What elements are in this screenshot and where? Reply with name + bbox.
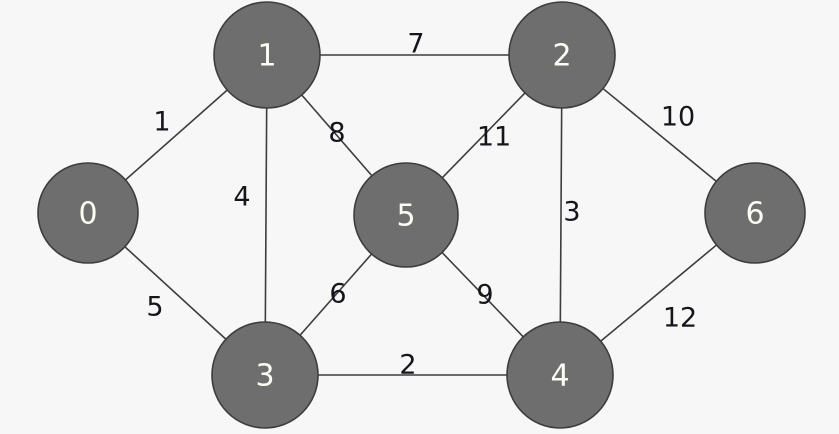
graph-edge [298, 252, 373, 337]
node-label: 1 [257, 39, 276, 74]
graph-node-6[interactable]: 6 [704, 162, 806, 264]
graph-edge [123, 245, 228, 341]
node-circle[interactable] [506, 321, 614, 429]
edge-weight-label: 5 [146, 292, 163, 323]
edges-layer [123, 54, 718, 376]
graph-node-3[interactable]: 3 [211, 321, 319, 429]
graph-edge [601, 87, 718, 183]
edge-weight-label: 6 [329, 279, 346, 310]
node-label: 2 [552, 39, 571, 74]
node-circle[interactable] [353, 162, 459, 268]
node-label: 6 [745, 197, 764, 232]
edge-weight-label: 1 [153, 107, 170, 138]
graph-node-2[interactable]: 2 [508, 1, 616, 109]
graph-node-0[interactable]: 0 [37, 162, 139, 264]
graph-edge [264, 106, 268, 324]
node-circle[interactable] [704, 162, 806, 264]
edge-weight-label: 7 [407, 29, 424, 60]
node-circle[interactable] [211, 321, 319, 429]
node-circle[interactable] [508, 1, 616, 109]
node-circle[interactable] [37, 162, 139, 264]
node-label: 3 [255, 359, 274, 394]
edge-weight-label: 4 [233, 182, 250, 213]
graph-edge [124, 88, 229, 182]
node-label: 4 [550, 359, 569, 394]
edge-weight-label: 11 [477, 122, 511, 153]
node-label: 5 [396, 199, 415, 234]
edge-weight-label: 9 [476, 280, 493, 311]
node-label: 0 [78, 197, 97, 232]
edge-weight-label: 12 [663, 303, 697, 334]
graph-node-1[interactable]: 1 [213, 1, 321, 109]
graph-edge [599, 243, 718, 343]
graph-edge [440, 251, 525, 339]
graph-node-5[interactable]: 5 [353, 162, 459, 268]
graph-edge [300, 93, 374, 178]
edge-weight-label: 3 [563, 197, 580, 228]
edge-weight-label: 2 [399, 350, 416, 381]
edge-weight-label: 10 [661, 102, 695, 133]
graph-edge [441, 91, 527, 180]
edge-weight-label: 8 [328, 118, 345, 149]
graph-node-4[interactable]: 4 [506, 321, 614, 429]
graph-edge [559, 106, 563, 324]
node-circle[interactable] [213, 1, 321, 109]
